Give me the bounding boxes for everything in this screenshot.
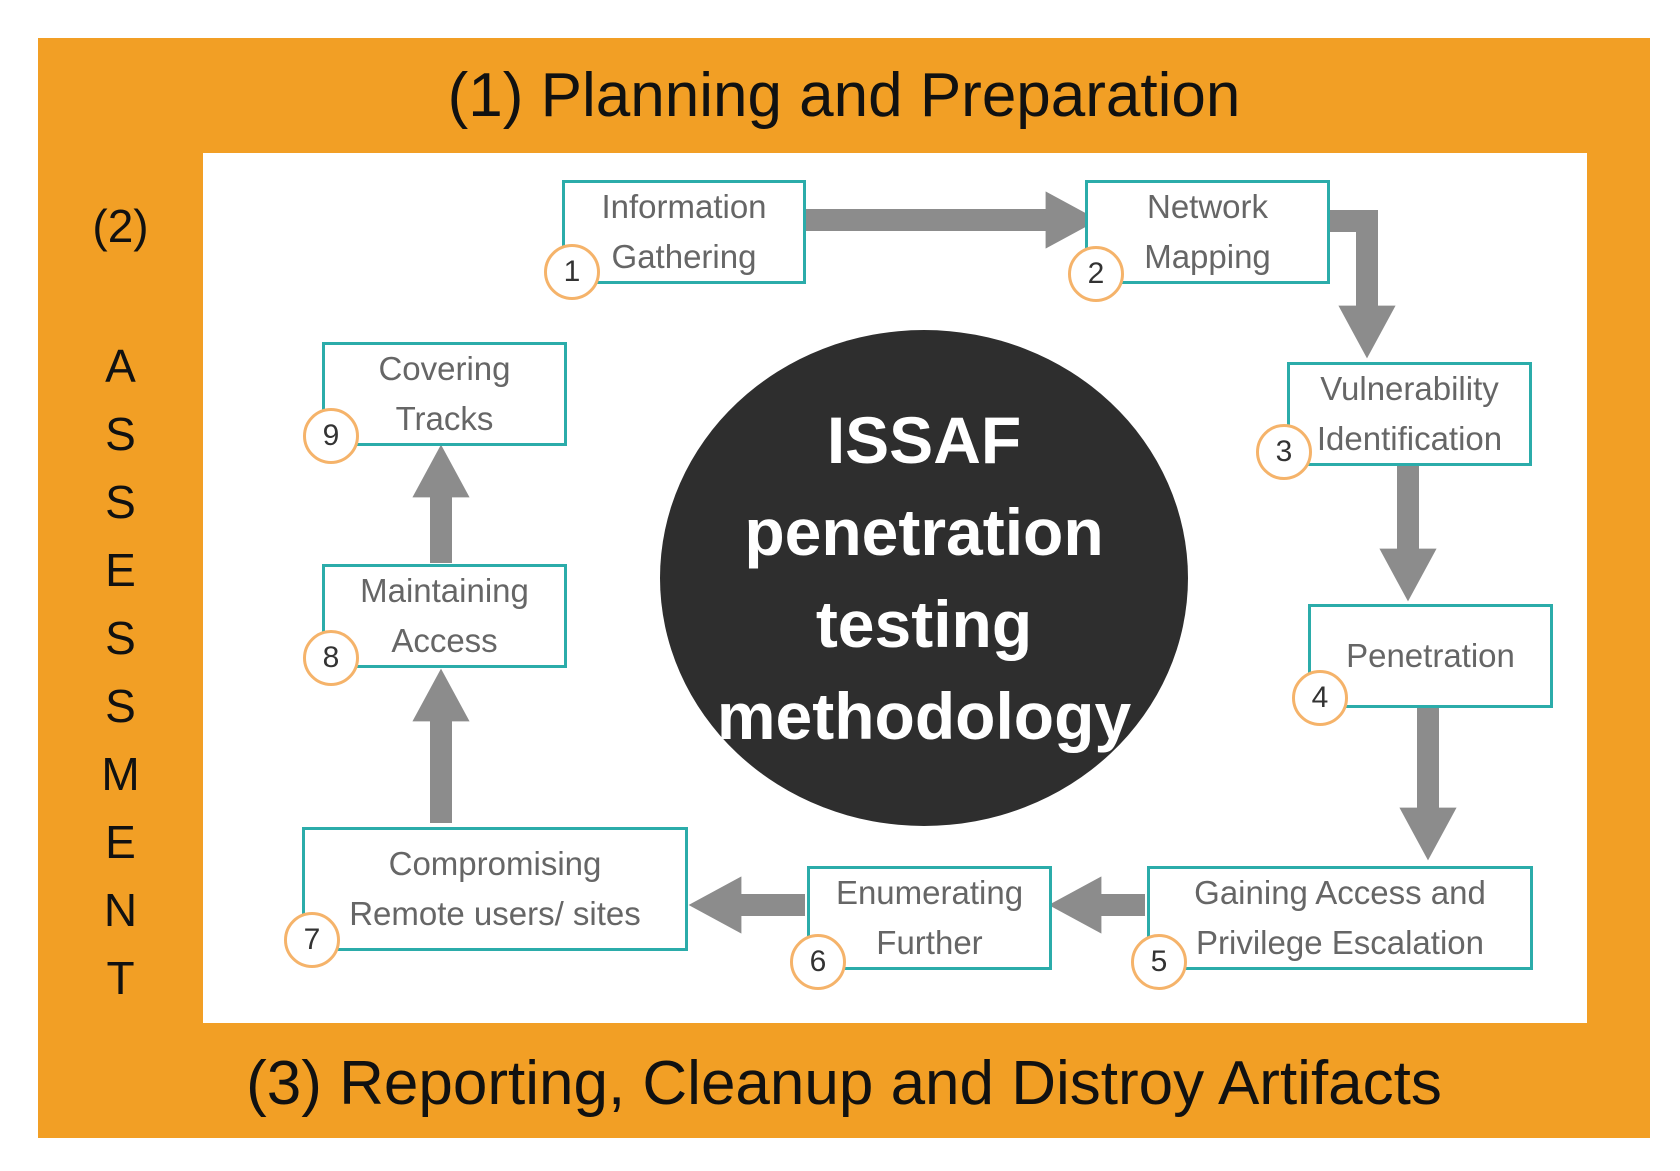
step-number-badge: 4 — [1292, 670, 1348, 726]
step-number-badge: 6 — [790, 934, 846, 990]
assessment-letter: N — [103, 884, 138, 936]
step-number-badge: 5 — [1131, 934, 1187, 990]
assessment-letter: S — [105, 680, 136, 732]
assessment-letter: E — [105, 544, 136, 596]
center-line: methodology — [716, 679, 1132, 753]
step-gaining-access: Gaining Access and Privilege Escalation — [1147, 866, 1533, 970]
phase-assessment-number: (2) — [92, 200, 149, 252]
step-label: Penetration — [1346, 637, 1515, 674]
step-label: Network — [1146, 188, 1269, 225]
step-covering-tracks: Covering Tracks — [322, 342, 567, 446]
step-number-badge: 8 — [303, 630, 359, 686]
step-label: Enumerating — [835, 874, 1024, 911]
step-label: Further — [876, 924, 983, 961]
methodology-title-circle: ISSAF penetration testing methodology — [660, 330, 1188, 826]
assessment-letter: S — [105, 612, 136, 664]
step-label: Access — [391, 622, 498, 659]
assessment-letter: T — [106, 952, 135, 1004]
step-number-badge: 7 — [284, 912, 340, 968]
step-number-badge: 9 — [303, 408, 359, 464]
step-label: Information — [601, 188, 767, 225]
step-enumerating-further: Enumerating Further — [807, 866, 1052, 970]
step-penetration: Penetration — [1308, 604, 1553, 708]
step-label: Tracks — [395, 400, 494, 437]
step-label: Privilege Escalation — [1196, 924, 1484, 961]
step-number-badge: 2 — [1068, 246, 1124, 302]
step-network-mapping: Network Mapping — [1085, 180, 1330, 284]
arrow-2-to-3 — [1330, 210, 1396, 359]
center-line: ISSAF — [826, 403, 1022, 477]
step-compromising-remote: Compromising Remote users/ sites — [302, 827, 688, 951]
phase-reporting-title: (3) Reporting, Cleanup and Distroy Artif… — [246, 1049, 1442, 1118]
step-label: Identification — [1316, 420, 1503, 457]
phase-planning-title: (1) Planning and Preparation — [447, 61, 1241, 130]
step-vulnerability-identification: Vulnerability Identification — [1287, 362, 1532, 466]
step-information-gathering: Information Gathering — [562, 180, 806, 284]
center-line: penetration — [744, 495, 1104, 569]
step-label: Maintaining — [360, 572, 529, 609]
step-label: Gaining Access and — [1194, 874, 1486, 911]
assessment-letter: E — [105, 816, 136, 868]
step-label: Covering — [378, 350, 511, 387]
step-number-badge: 1 — [544, 244, 600, 300]
step-label: Gathering — [611, 238, 757, 275]
assessment-letter: A — [105, 340, 136, 392]
step-maintaining-access: Maintaining Access — [322, 564, 567, 668]
step-label: Compromising — [388, 845, 602, 882]
step-label: Remote users/ sites — [349, 895, 641, 932]
assessment-letter: S — [105, 408, 136, 460]
step-number-badge: 3 — [1256, 424, 1312, 480]
assessment-letter: S — [105, 476, 136, 528]
assessment-letter: M — [101, 748, 140, 800]
center-line: testing — [815, 587, 1033, 661]
step-label: Mapping — [1144, 238, 1271, 275]
step-label: Vulnerability — [1320, 370, 1499, 407]
